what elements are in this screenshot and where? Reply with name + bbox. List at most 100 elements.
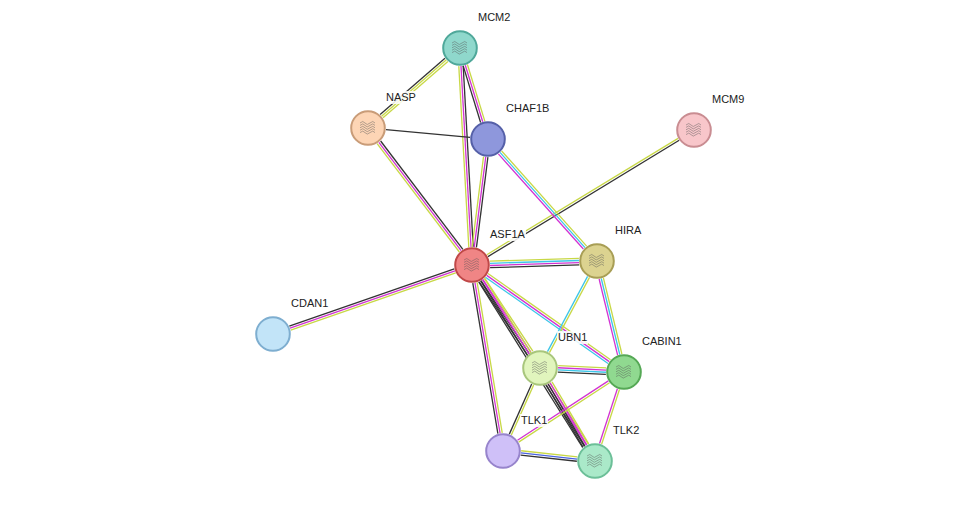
node-circle — [577, 443, 613, 479]
node-disc — [580, 244, 614, 278]
evidence-line — [291, 273, 456, 330]
structure-picture — [616, 366, 631, 379]
structure-picture — [532, 362, 547, 375]
node-label: MCM9 — [711, 93, 745, 106]
evidence-line — [380, 58, 445, 114]
node-label: TLK2 — [612, 424, 640, 437]
protein-node: TLK1 — [485, 433, 521, 469]
node-circle — [522, 350, 558, 386]
node-circle — [255, 316, 291, 352]
evidence-line — [546, 385, 583, 447]
structure-picture — [587, 455, 602, 468]
evidence-line — [558, 372, 606, 374]
structure-picture — [686, 124, 701, 137]
interaction-edge — [289, 269, 455, 330]
evidence-line — [377, 144, 459, 252]
evidence-line — [465, 65, 482, 122]
node-circle — [676, 112, 712, 148]
protein-node: MCM2 — [442, 30, 478, 66]
protein-node: HIRA — [579, 243, 615, 279]
node-label: MCM2 — [477, 11, 511, 24]
interaction-edge — [509, 384, 533, 435]
protein-node: TLK2 — [577, 443, 613, 479]
evidence-line — [548, 384, 585, 446]
interaction-edge — [487, 138, 679, 256]
protein-node: CABIN1 — [606, 354, 642, 390]
node-circle — [470, 121, 506, 157]
structure-picture — [452, 42, 467, 55]
node-disc — [578, 444, 612, 478]
node-label: CDAN1 — [290, 297, 329, 310]
evidence-line — [552, 382, 589, 444]
interaction-edge — [377, 141, 463, 252]
node-label: CABIN1 — [641, 335, 683, 348]
interaction-edge — [479, 278, 588, 447]
interaction-edge — [599, 278, 622, 355]
evidence-line — [467, 65, 484, 122]
node-disc — [443, 31, 477, 65]
interaction-edge — [546, 382, 588, 447]
evidence-line — [290, 271, 455, 328]
node-label: NASP — [385, 91, 417, 104]
evidence-line — [379, 142, 461, 250]
evidence-line — [490, 265, 579, 268]
evidence-line — [485, 277, 608, 363]
evidence-line — [476, 157, 487, 247]
interaction-edge — [490, 258, 579, 267]
node-label: HIRA — [614, 224, 642, 237]
evidence-line — [459, 66, 469, 247]
evidence-line — [463, 66, 480, 123]
node-circle — [579, 243, 615, 279]
node-circle — [454, 247, 490, 283]
evidence-line — [289, 269, 454, 326]
evidence-line — [487, 275, 610, 361]
evidence-line — [481, 281, 585, 447]
protein-node: CDAN1 — [255, 316, 291, 352]
evidence-line — [517, 381, 608, 440]
evidence-line — [603, 278, 621, 354]
interaction-edge — [558, 366, 606, 375]
protein-node: UBN1 — [522, 350, 558, 386]
node-disc — [471, 122, 505, 156]
evidence-line — [461, 66, 471, 247]
evidence-line — [382, 60, 447, 116]
evidence-line — [550, 383, 587, 445]
node-disc — [607, 355, 641, 389]
interaction-edge — [547, 276, 589, 352]
evidence-line — [549, 277, 589, 352]
interaction-edge — [517, 381, 609, 442]
node-label: CHAF1B — [505, 102, 550, 115]
node-label: ASF1A — [489, 228, 526, 241]
evidence-line — [601, 278, 619, 354]
node-circle — [606, 354, 642, 390]
interaction-edge — [386, 130, 470, 138]
node-disc — [677, 113, 711, 147]
evidence-line — [479, 282, 583, 448]
node-disc — [523, 351, 557, 385]
structure-picture — [360, 122, 375, 135]
node-circle — [350, 110, 386, 146]
evidence-line — [521, 455, 577, 461]
node-disc — [256, 317, 290, 351]
node-label: UBN1 — [557, 331, 588, 344]
evidence-line — [487, 138, 678, 254]
structure-picture — [589, 255, 604, 268]
evidence-line — [381, 141, 463, 249]
node-circle — [442, 30, 478, 66]
evidence-line — [483, 280, 587, 446]
protein-node: CHAF1B — [470, 121, 506, 157]
protein-node: MCM9 — [676, 112, 712, 148]
evidence-line — [474, 157, 485, 247]
interaction-edge — [521, 451, 578, 461]
evidence-line — [488, 140, 679, 256]
evidence-line — [519, 383, 610, 442]
evidence-line — [386, 130, 470, 138]
interaction-edge — [380, 58, 448, 118]
node-circle — [485, 433, 521, 469]
evidence-line — [547, 276, 587, 351]
evidence-line — [383, 61, 448, 117]
node-disc — [486, 434, 520, 468]
protein-node: ASF1A — [454, 247, 490, 283]
evidence-line — [485, 278, 533, 351]
